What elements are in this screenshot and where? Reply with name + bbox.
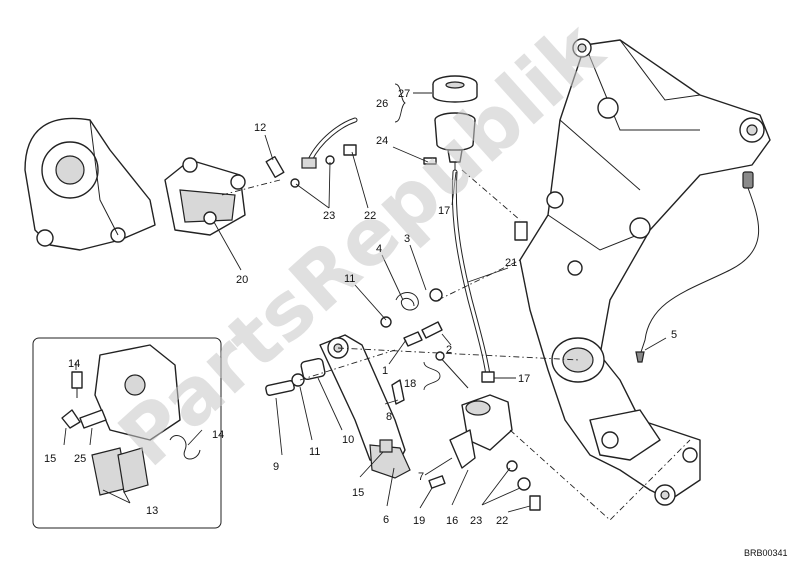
callout-14-inset-right: 14 <box>212 429 224 441</box>
callout-1: 1 <box>382 365 388 377</box>
brake-caliper <box>164 157 246 236</box>
callout-21: 21 <box>505 257 517 269</box>
callout-3: 3 <box>404 233 410 245</box>
callout-2: 2 <box>446 344 452 356</box>
frame-swingarm <box>514 38 771 506</box>
fluid-reservoir <box>423 75 478 170</box>
assembly-lines <box>221 169 691 521</box>
callout-15-inset: 15 <box>44 453 56 465</box>
callout-14-inset-top: 14 <box>68 358 80 370</box>
callout-7: 7 <box>418 471 424 483</box>
pushrod <box>391 321 469 405</box>
reservoir-hose <box>451 169 495 383</box>
brake-pedal <box>319 334 411 479</box>
callout-9: 9 <box>273 461 279 473</box>
sensor-cable <box>635 171 760 363</box>
caliper-bracket <box>24 117 156 251</box>
callout-17: 17 <box>438 205 450 217</box>
callout-6: 6 <box>383 514 389 526</box>
callout-20: 20 <box>236 274 248 286</box>
callout-11-lower: 11 <box>309 446 320 458</box>
callout-labels: 27 26 24 17 12 23 22 20 3 4 11 21 1 2 18… <box>44 88 677 527</box>
callout-19: 19 <box>413 515 425 527</box>
callout-11-upper: 11 <box>344 273 355 285</box>
callout-5: 5 <box>671 329 677 341</box>
callout-15: 15 <box>352 487 364 499</box>
callout-18: 18 <box>404 378 416 390</box>
callout-22-lower: 22 <box>496 515 508 527</box>
leader-lines <box>63 83 667 513</box>
drawing-code: BRB00341 <box>744 548 788 558</box>
callout-22: 22 <box>364 210 376 222</box>
pedal-pivot <box>265 357 326 396</box>
callout-13: 13 <box>146 505 158 517</box>
callout-26: 26 <box>376 98 388 110</box>
callout-24: 24 <box>376 135 388 147</box>
inset-detail-box <box>32 337 222 529</box>
master-cylinder <box>379 394 541 511</box>
callout-27: 27 <box>398 88 410 100</box>
callout-23-lower: 23 <box>470 515 482 527</box>
callout-25: 25 <box>74 453 86 465</box>
callout-8: 8 <box>386 411 392 423</box>
return-spring <box>380 288 443 328</box>
callout-10: 10 <box>342 434 354 446</box>
callout-16: 16 <box>446 515 458 527</box>
callout-17-lower: 17 <box>518 373 530 385</box>
callout-23: 23 <box>323 210 335 222</box>
callout-4: 4 <box>376 243 382 255</box>
caliper-hose <box>265 117 358 188</box>
callout-12: 12 <box>254 122 266 134</box>
